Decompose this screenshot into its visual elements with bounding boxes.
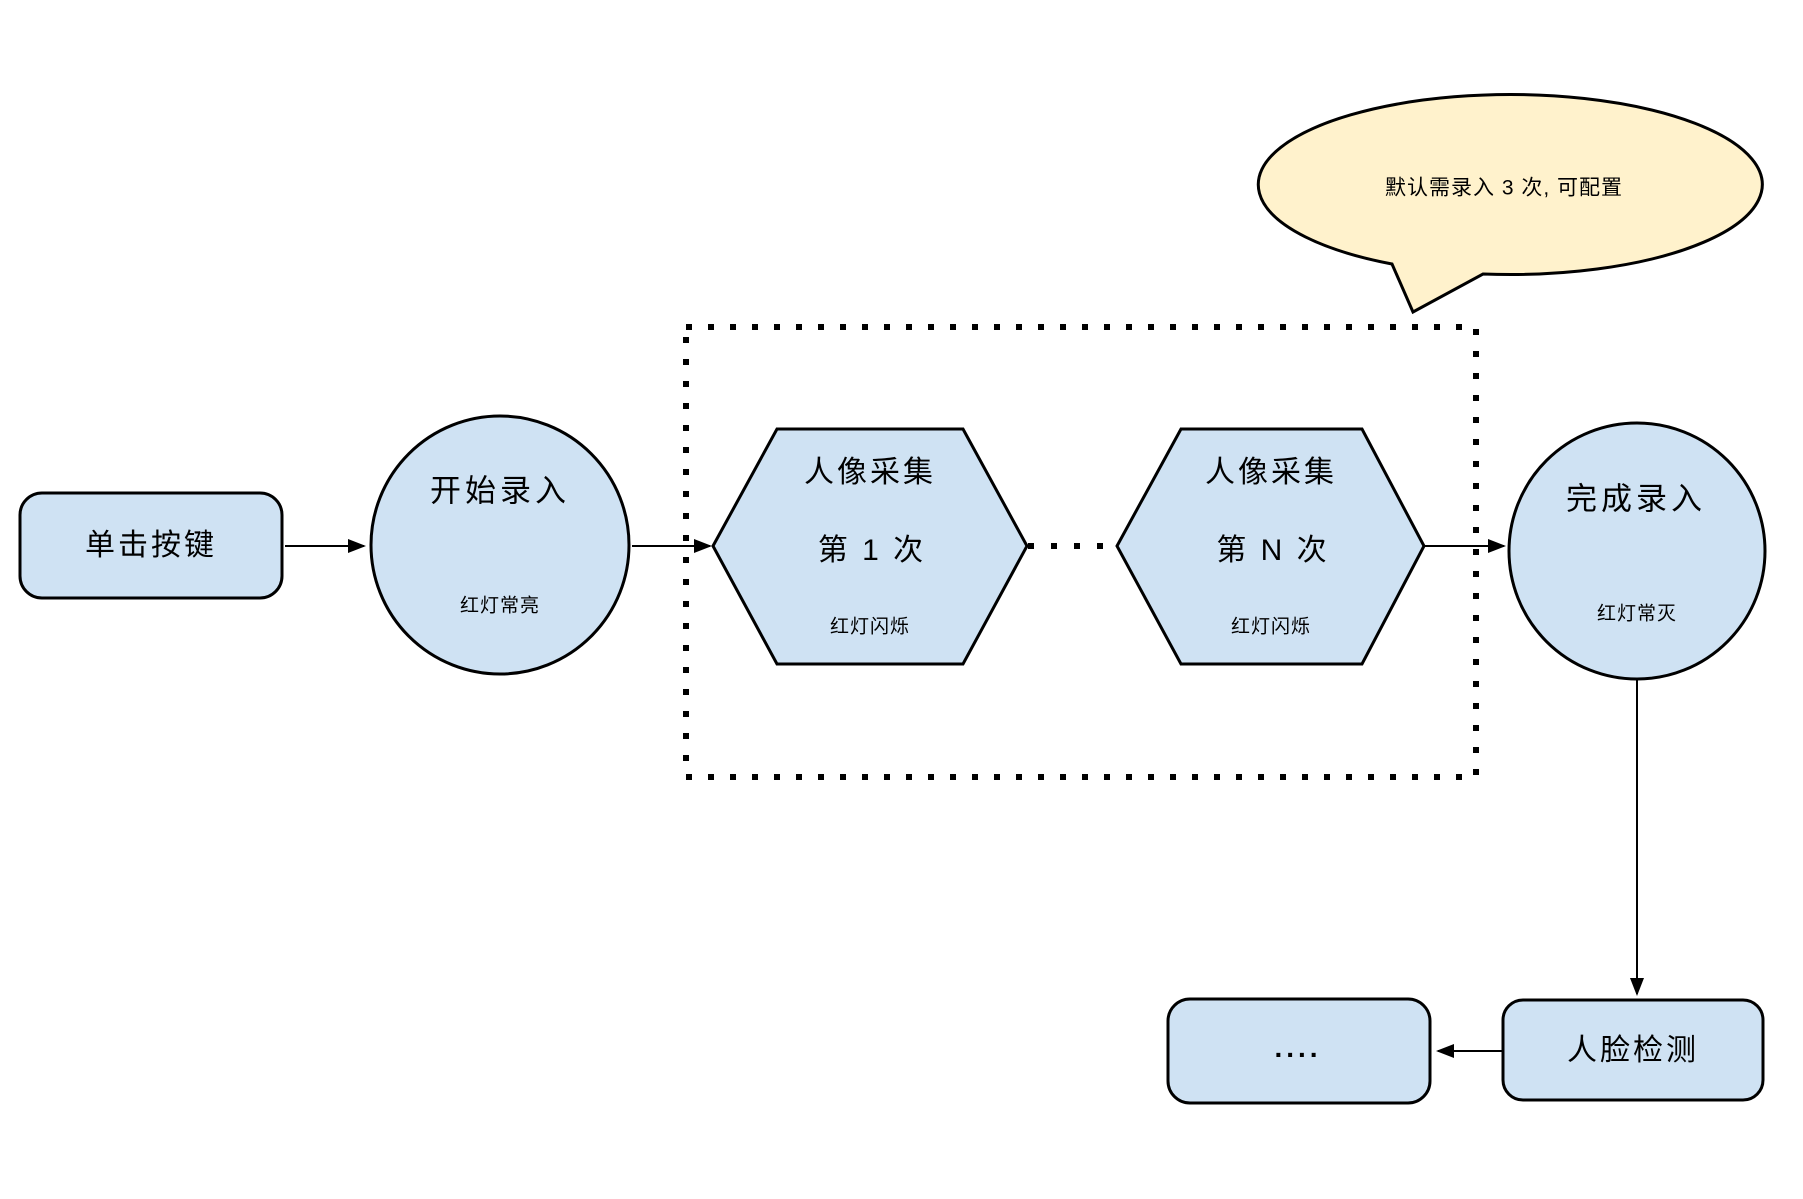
callout-text: 默认需录入 3 次, 可配置 [1384, 176, 1624, 200]
capture-first-count: 第 1 次 [817, 534, 927, 567]
node-face-detection [1501, 998, 1765, 1102]
node-click-button [18, 491, 284, 600]
start-enroll-status: 红灯常亮 [459, 595, 541, 617]
node-continuation [1166, 997, 1432, 1105]
capture-nth-status: 红灯闪烁 [1230, 616, 1312, 638]
capture-first-title: 人像采集 [804, 456, 936, 489]
repeat-group-dotted-border [683, 324, 1479, 780]
capture-nth-count: 第 N 次 [1216, 534, 1330, 567]
finish-enroll-label: 完成录入 [1566, 481, 1706, 517]
node-capture-nth-hexagon [1115, 427, 1426, 666]
node-start-enroll [369, 414, 631, 676]
start-enroll-label: 开始录入 [430, 473, 570, 509]
capture-first-status: 红灯闪烁 [829, 616, 911, 638]
click-button-label: 单击按键 [85, 529, 217, 562]
node-finish-enroll [1507, 421, 1767, 681]
callout-bubble [1256, 93, 1764, 315]
node-capture-first-hexagon [711, 427, 1029, 666]
finish-enroll-status: 红灯常灭 [1596, 603, 1678, 625]
continuation-label: .... [1274, 1032, 1322, 1064]
capture-nth-title: 人像采集 [1205, 456, 1337, 489]
face-detection-label: 人脸检测 [1567, 1034, 1699, 1067]
